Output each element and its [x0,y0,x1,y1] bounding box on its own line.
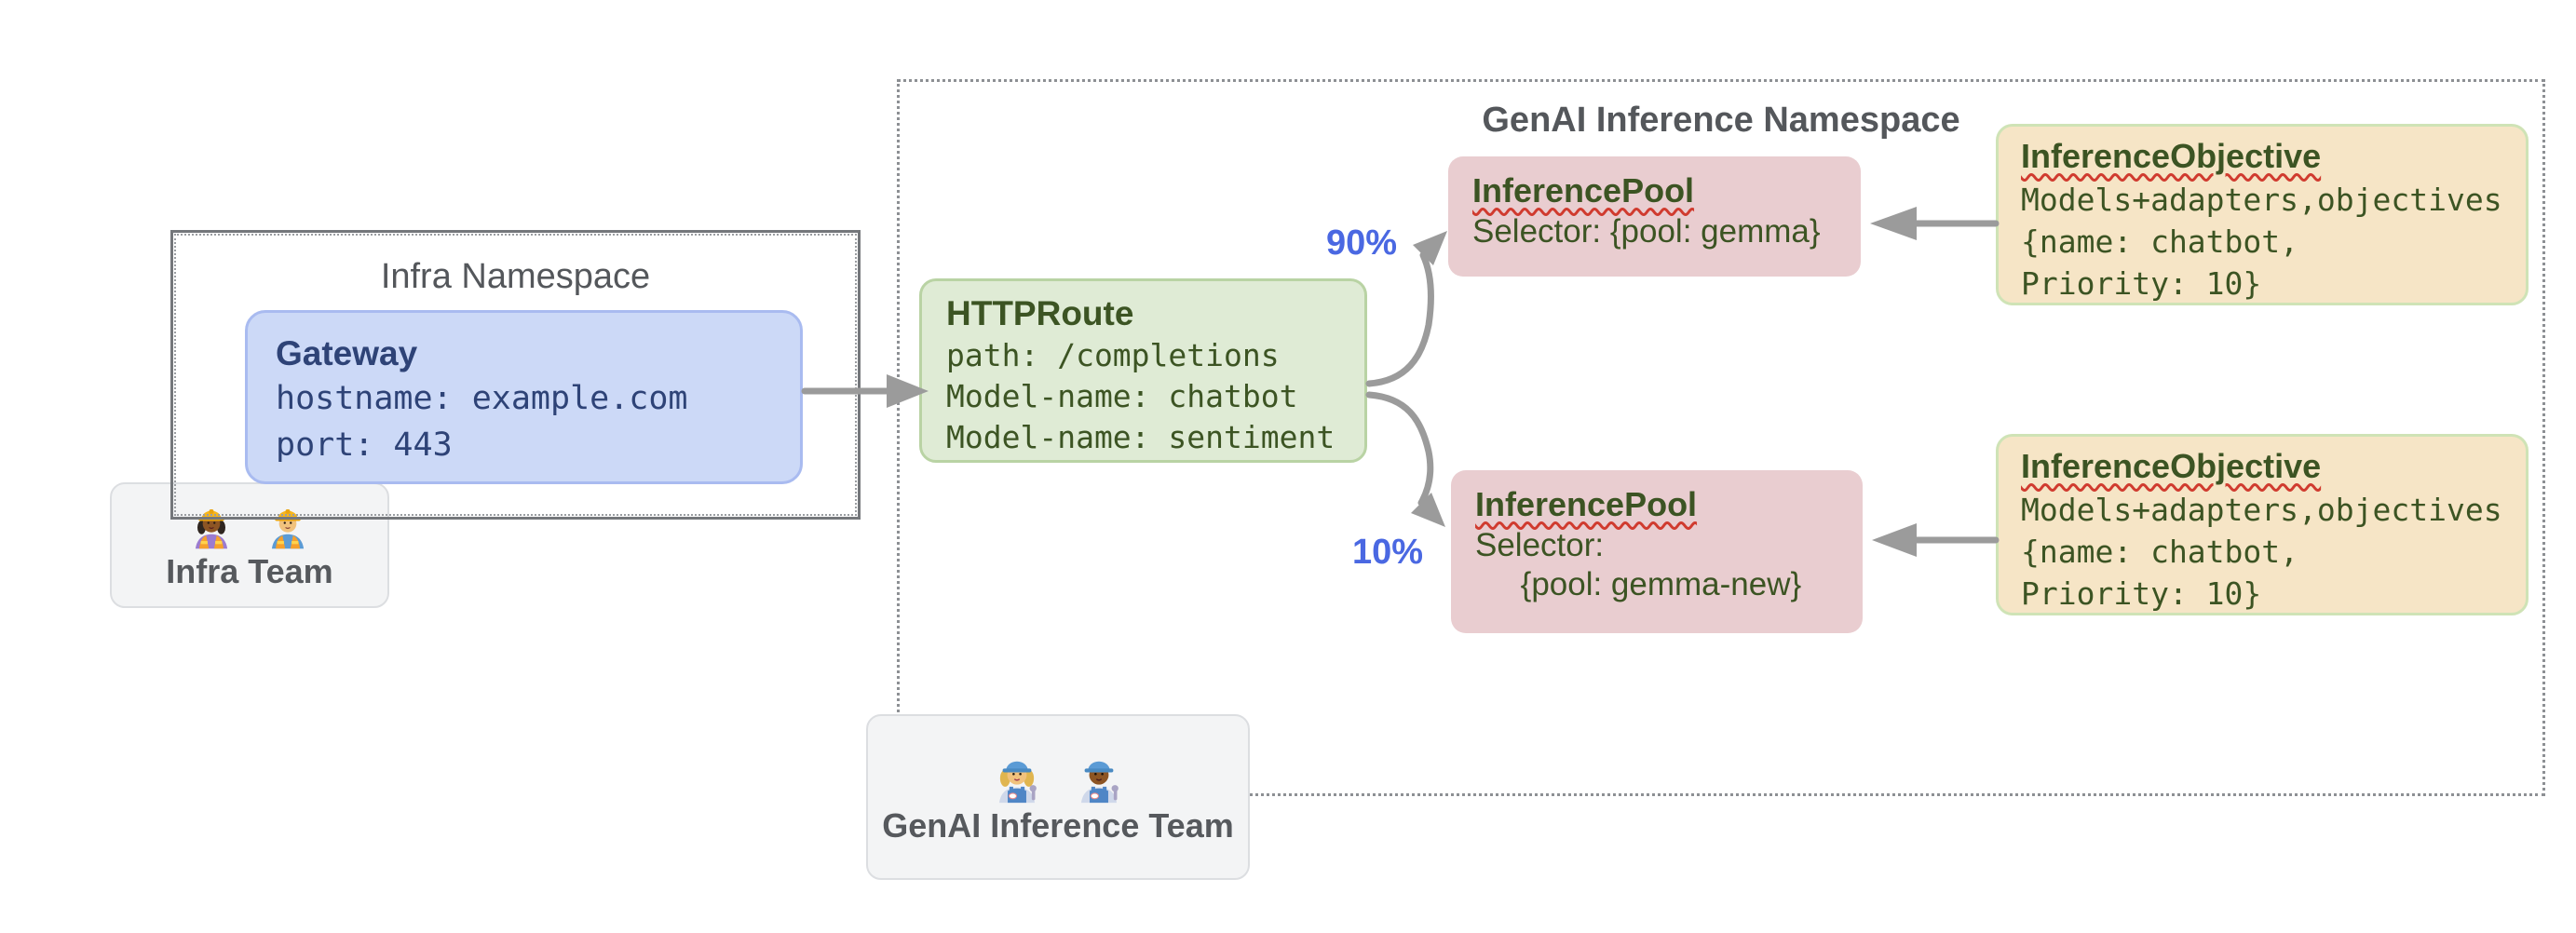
inference-pool-top-node: InferencePool Selector: {pool: gemma} [1448,156,1861,277]
httproute-title: HTTPRoute [946,294,1134,332]
infra-namespace-title: Infra Namespace [380,257,651,296]
inference-objective-bottom-node: InferenceObjective Models+adapters,objec… [1996,434,2529,615]
inference-objective-top-body: Models+adapters,objectives {name: chatbo… [2021,182,2502,302]
gateway-body: hostname: example.com port: 443 [276,380,688,464]
traffic-split-90-label: 90% [1326,223,1398,263]
genai-namespace-box: GenAI Inference Namespace [897,79,2545,796]
man-mechanic-icon [1080,761,1119,804]
genai-team-label: GenAI Inference Team [882,806,1234,845]
inference-pool-top-body: Selector: {pool: gemma} [1472,213,1821,250]
genai-team-box: GenAI Inference Team [866,714,1250,880]
inference-pool-bottom-node: InferencePool Selector: {pool: gemma-new… [1451,470,1863,633]
woman-mechanic-icon [998,761,1037,804]
gateway-title: Gateway [276,334,418,372]
inference-pool-top-title: InferencePool [1472,171,1695,210]
inference-objective-top-node: InferenceObjective Models+adapters,objec… [1996,124,2529,305]
genai-team-icons [990,750,1126,804]
vest-stripe [277,540,284,544]
inference-objective-bottom-title: InferenceObjective [2021,447,2322,485]
inference-objective-bottom-body: Models+adapters,objectives {name: chatbo… [2021,492,2502,612]
inference-pool-bottom-title: InferencePool [1475,485,1698,523]
infra-team-box: Infra Team [110,482,389,608]
wrench-handle [1031,790,1036,801]
httproute-body: path: /completions Model-name: chatbot M… [946,337,1335,455]
genai-namespace-title: GenAI Inference Namespace [1482,101,1960,140]
badge [1008,792,1018,800]
badge [1090,792,1100,800]
httproute-node: HTTPRoute path: /completions Model-name:… [919,278,1367,463]
vest-stripe [215,540,223,544]
wrench-icon [1111,785,1119,792]
traffic-split-10-label: 10% [1352,533,1424,572]
gateway-node: Gateway hostname: example.com port: 443 [245,310,803,484]
vest-stripe [200,540,208,544]
infra-namespace-box: Infra Namespace [170,230,861,520]
inference-pool-bottom-body: Selector: {pool: gemma-new} [1475,527,1802,602]
vest-stripe [291,540,299,544]
wrench-handle [1113,790,1118,801]
wrench-icon [1029,785,1037,792]
infra-team-label: Infra Team [166,551,333,590]
inference-objective-top-title: InferenceObjective [2021,137,2322,175]
